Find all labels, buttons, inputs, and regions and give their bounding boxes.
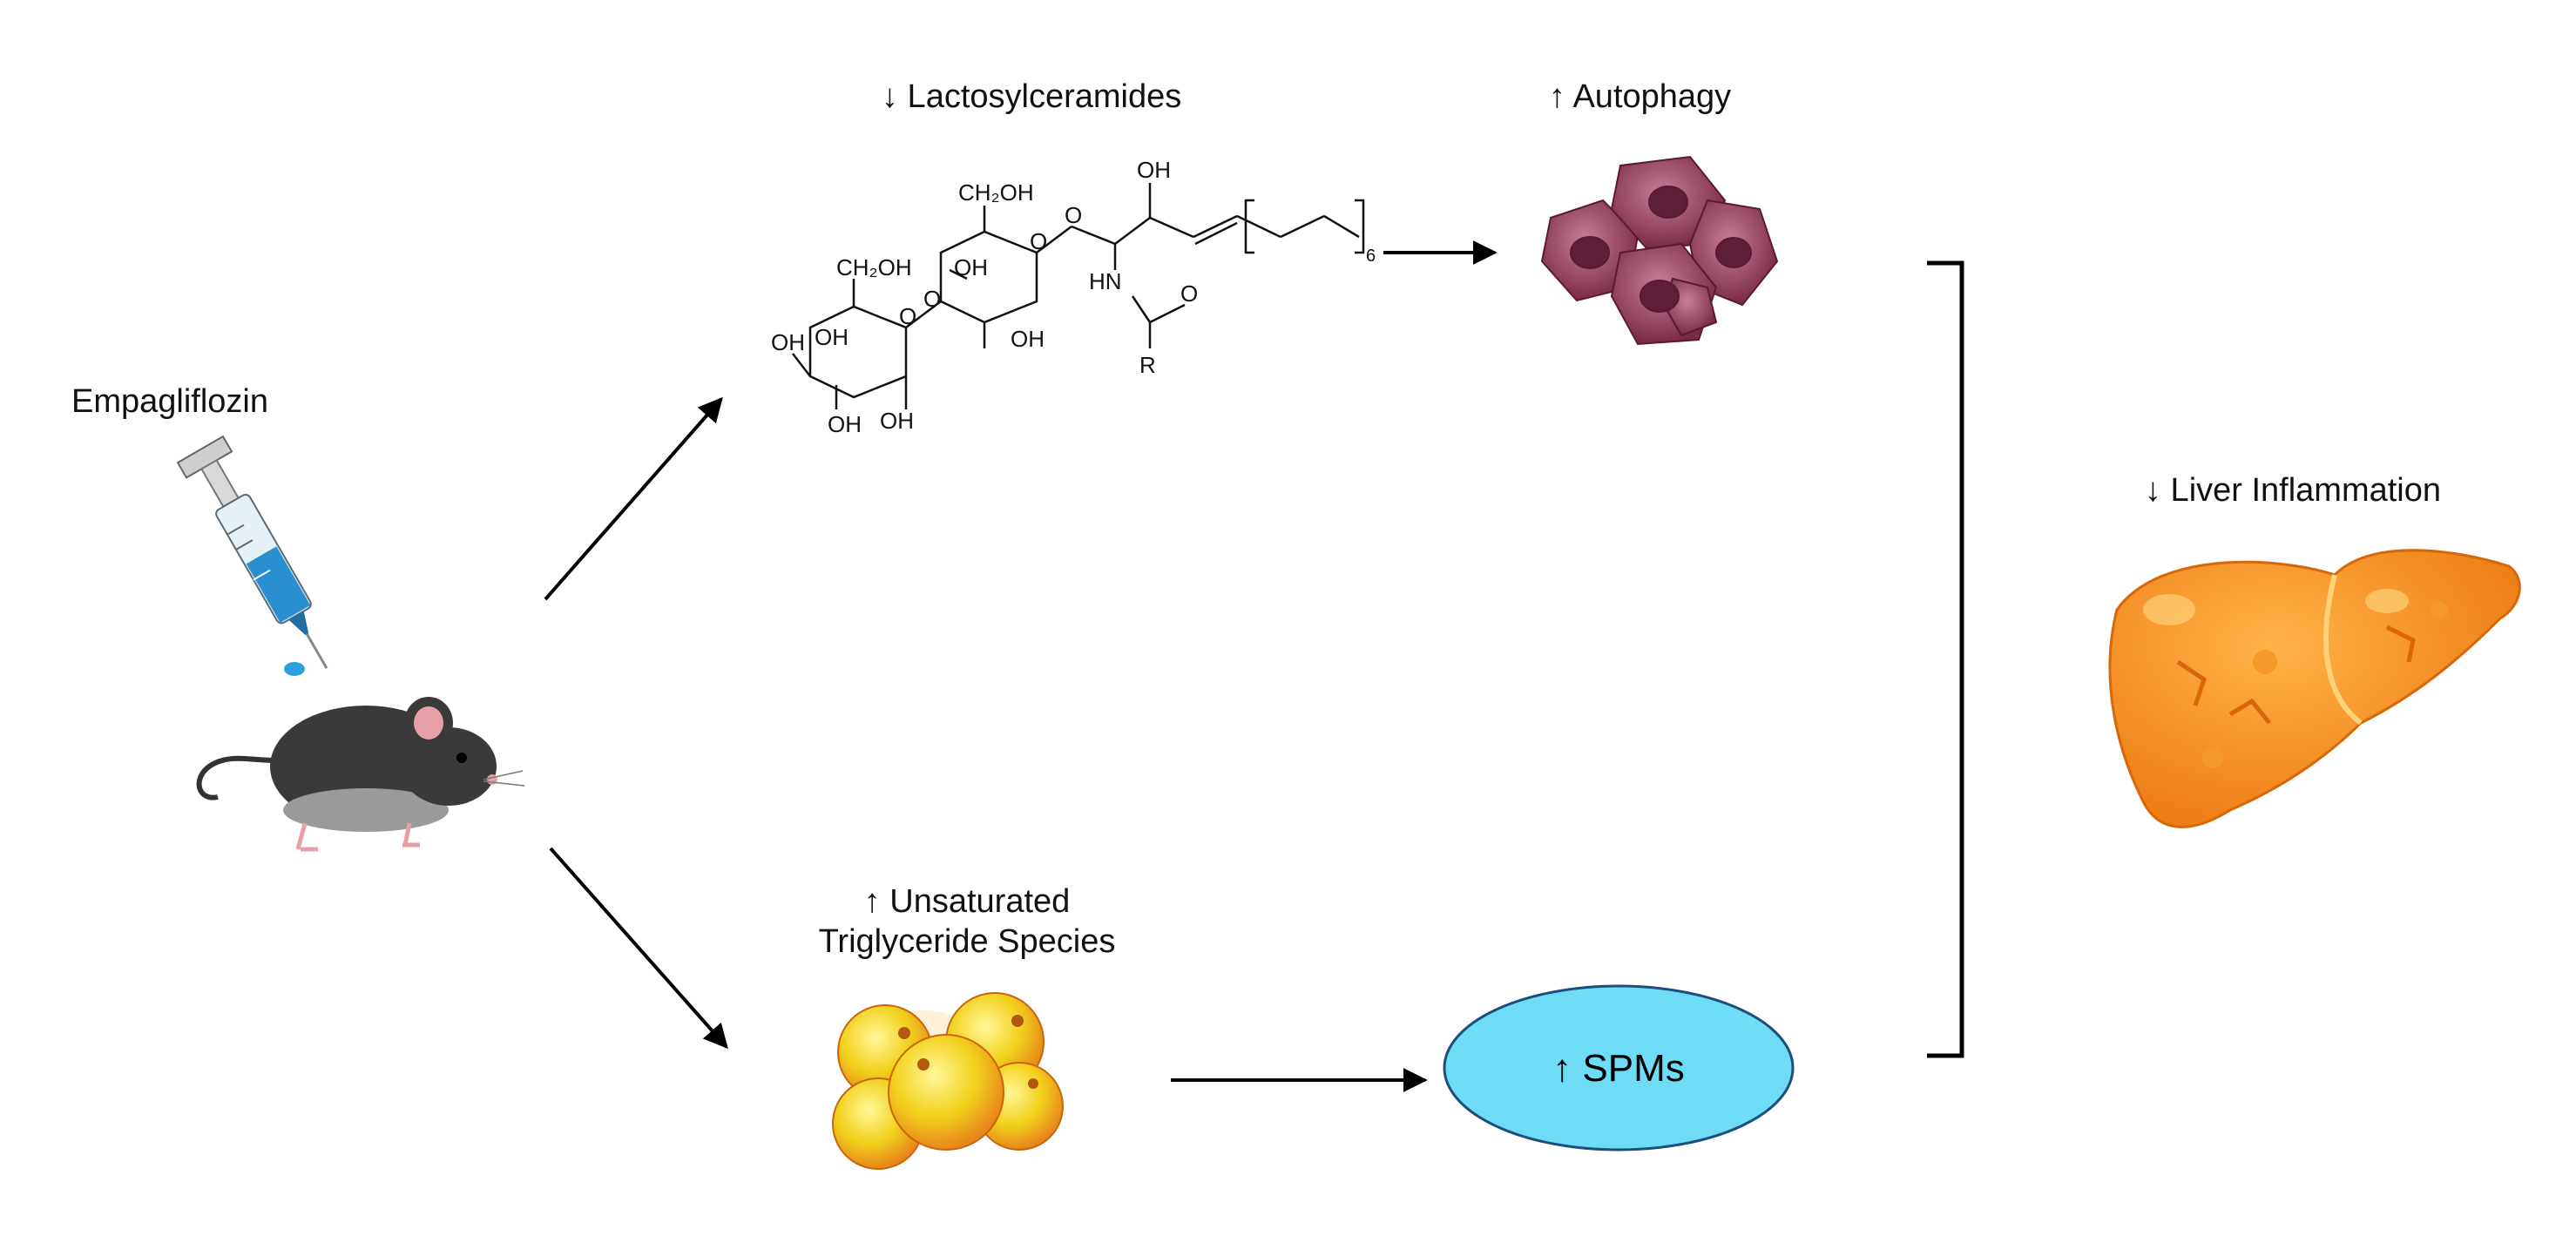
triglycerides-label-line2: Triglyceride Species xyxy=(818,923,1116,960)
lactosylceramide-structure xyxy=(792,183,1365,409)
triglyceride-droplets-icon xyxy=(832,992,1064,1170)
o-1: O xyxy=(899,303,916,329)
o-5: O xyxy=(1180,280,1198,307)
o-2: O xyxy=(1030,228,1047,254)
lactosylceramide-labels: CH₂OH CH₂OH OH OH OH OH OH OH OH O O O O… xyxy=(771,157,1376,437)
triglycerides-label-line1: ↑ Unsaturated xyxy=(863,883,1071,920)
spms-label: ↑ SPMs xyxy=(1552,1047,1685,1090)
ch2oh-b: CH₂OH xyxy=(958,179,1034,206)
syringe-icon xyxy=(176,435,328,669)
oh-3: OH xyxy=(1011,326,1045,352)
combine-bracket xyxy=(1927,260,1964,1058)
oh-1: OH xyxy=(1137,157,1171,183)
ch2oh-a: CH₂OH xyxy=(836,254,912,280)
o-3: O xyxy=(1065,202,1082,228)
oh-5: OH xyxy=(815,324,849,350)
autophagy-cells-icon xyxy=(1540,155,1779,346)
drop-icon xyxy=(284,662,305,676)
oh-7: OH xyxy=(828,411,862,437)
r-group: R xyxy=(1139,352,1156,378)
oh-2: OH xyxy=(954,254,988,280)
arrow-mouse-to-lactosylceramides xyxy=(544,396,723,601)
o-4: O xyxy=(923,286,941,312)
spms-ellipse xyxy=(1443,984,1795,1152)
oh-4: OH xyxy=(771,329,805,355)
autophagy-label: ↑ Autophagy xyxy=(1549,78,1732,115)
subscript-6: 6 xyxy=(1366,247,1376,266)
oh-6: OH xyxy=(880,408,914,434)
lactosylceramides-label: ↓ Lactosylceramides xyxy=(882,78,1182,115)
drug-label: Empagliflozin xyxy=(71,383,268,420)
liver-icon xyxy=(2108,549,2521,828)
hn: HN xyxy=(1089,268,1122,294)
arrow-mouse-to-triglycerides xyxy=(549,847,728,1050)
mouse-icon xyxy=(196,697,525,852)
triglycerides-label: ↑ Unsaturated Triglyceride Species xyxy=(767,881,1167,962)
liver-inflammation-label: ↓ Liver Inflammation xyxy=(2145,472,2442,509)
